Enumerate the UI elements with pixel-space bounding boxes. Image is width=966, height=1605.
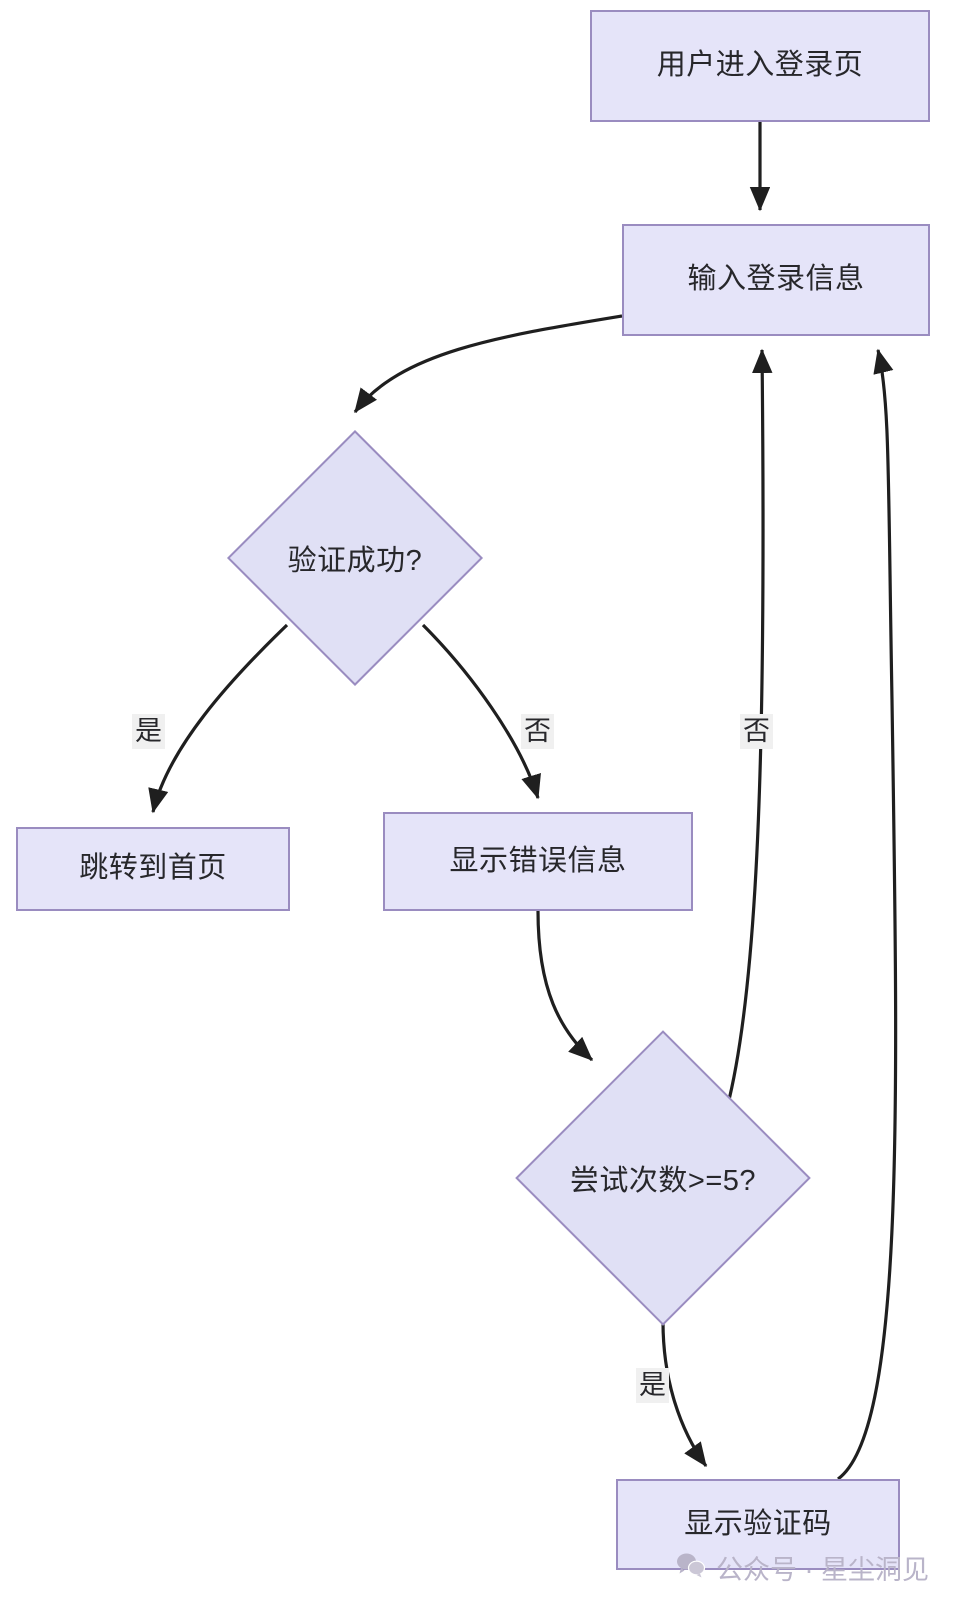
edge-verify-to-error (421, 623, 541, 800)
node-input-credentials[interactable]: 输入登录信息 (622, 224, 930, 336)
edge-attempts-to-captcha (661, 1321, 708, 1468)
node-input-credentials-label: 输入登录信息 (687, 263, 865, 296)
node-show-error[interactable]: 显示错误信息 (383, 812, 693, 911)
edge-captcha-to-input (837, 348, 898, 1481)
edge-label-yes-verify: 是 (132, 714, 165, 750)
node-show-captcha-label: 显示验证码 (684, 1507, 832, 1540)
node-verify-success[interactable]: 验证成功? (227, 430, 483, 686)
edge-label-yes-attempts: 是 (636, 1368, 669, 1404)
edge-attempts-to-input (725, 348, 773, 1109)
node-start[interactable]: 用户进入登录页 (590, 10, 930, 122)
node-start-label: 用户进入登录页 (656, 49, 864, 82)
node-attempts-check[interactable]: 尝试次数>=5? (515, 1030, 811, 1326)
node-goto-homepage[interactable]: 跳转到首页 (16, 827, 290, 911)
edge-input-to-verify (353, 314, 623, 414)
edge-label-no-attempts: 否 (740, 714, 773, 750)
edge-verify-to-home (148, 623, 289, 814)
node-goto-homepage-label: 跳转到首页 (79, 852, 227, 885)
edge-error-to-attempts (536, 910, 594, 1062)
node-show-error-label: 显示错误信息 (449, 844, 627, 877)
edge-label-no-verify: 否 (521, 714, 554, 750)
node-show-captcha[interactable]: 显示验证码 (616, 1479, 900, 1570)
node-verify-success-label: 验证成功? (287, 545, 423, 577)
node-attempts-check-label: 尝试次数>=5? (569, 1165, 757, 1197)
